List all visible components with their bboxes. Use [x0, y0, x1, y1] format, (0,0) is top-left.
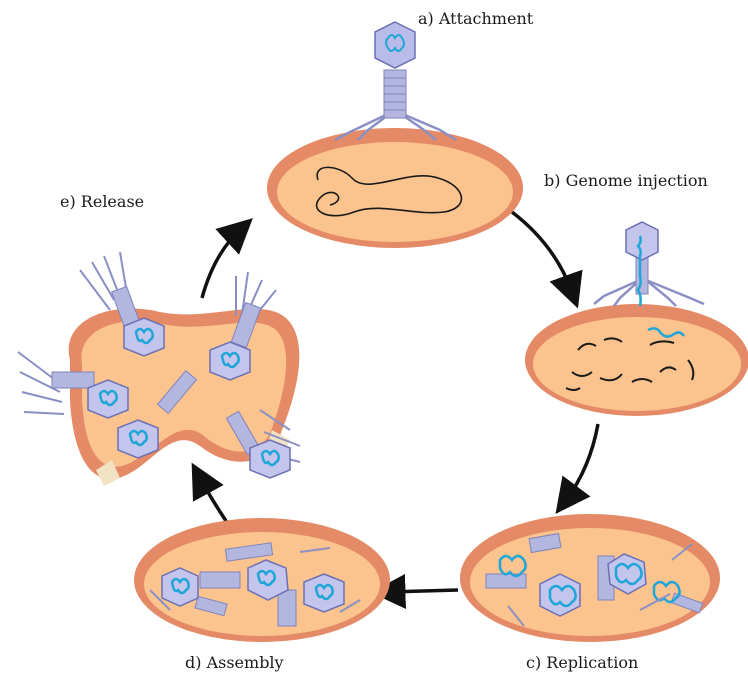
- cell-attachment: [267, 128, 523, 248]
- arrow-c-to-d: [388, 590, 458, 592]
- cell-replication: [460, 514, 720, 642]
- phage-injecting: [594, 222, 704, 306]
- label-genome-injection: b) Genome injection: [544, 173, 708, 189]
- cell-assembly: [134, 518, 390, 642]
- label-assembly: d) Assembly: [185, 655, 284, 671]
- label-replication: c) Replication: [526, 655, 638, 671]
- cell-injection: [525, 304, 748, 416]
- arrow-b-to-c: [566, 424, 598, 500]
- label-attachment: a) Attachment: [418, 11, 533, 27]
- arrow-e-to-a: [202, 230, 240, 298]
- phage-attaching: [335, 22, 456, 140]
- arrow-d-to-e: [200, 478, 228, 524]
- arrow-a-to-b: [512, 212, 572, 292]
- label-release: e) Release: [60, 194, 144, 210]
